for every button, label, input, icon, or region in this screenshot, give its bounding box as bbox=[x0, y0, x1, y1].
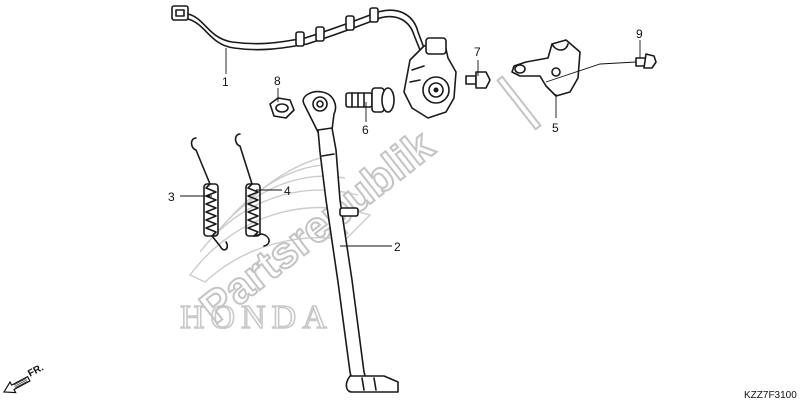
small-bolt-part[interactable] bbox=[465, 71, 491, 89]
watermark-brand: HONDA bbox=[180, 299, 333, 336]
watermark-pipe-mark bbox=[496, 75, 542, 131]
bracket-part[interactable] bbox=[511, 39, 581, 97]
callout-7: 7 bbox=[474, 45, 481, 59]
sidestand-part[interactable] bbox=[302, 90, 399, 393]
wire-harness-part[interactable] bbox=[171, 5, 425, 51]
callouts: 1 2 3 4 5 6 7 8 9 bbox=[168, 27, 643, 254]
callout-4: 4 bbox=[284, 184, 291, 198]
callout-6: 6 bbox=[362, 123, 369, 137]
sidestand-switch-housing[interactable] bbox=[403, 37, 457, 119]
callout-2: 2 bbox=[394, 240, 401, 254]
direction-label: FR. bbox=[26, 362, 46, 379]
spring-part-4[interactable] bbox=[234, 133, 270, 247]
spring-part-3[interactable] bbox=[190, 137, 229, 251]
callout-9: 9 bbox=[636, 27, 643, 41]
callout-3: 3 bbox=[168, 190, 175, 204]
callout-1: 1 bbox=[222, 75, 229, 89]
callout-8: 8 bbox=[274, 74, 281, 88]
nut-part[interactable] bbox=[269, 97, 295, 119]
diagram-code: KZZ7F3100 bbox=[744, 390, 797, 401]
leader-lines bbox=[180, 40, 641, 247]
front-direction-arrow-icon bbox=[2, 375, 31, 394]
pivot-bolt-part[interactable] bbox=[345, 87, 395, 113]
callout-5: 5 bbox=[552, 121, 559, 135]
bracket-bolt-part[interactable] bbox=[635, 53, 657, 69]
